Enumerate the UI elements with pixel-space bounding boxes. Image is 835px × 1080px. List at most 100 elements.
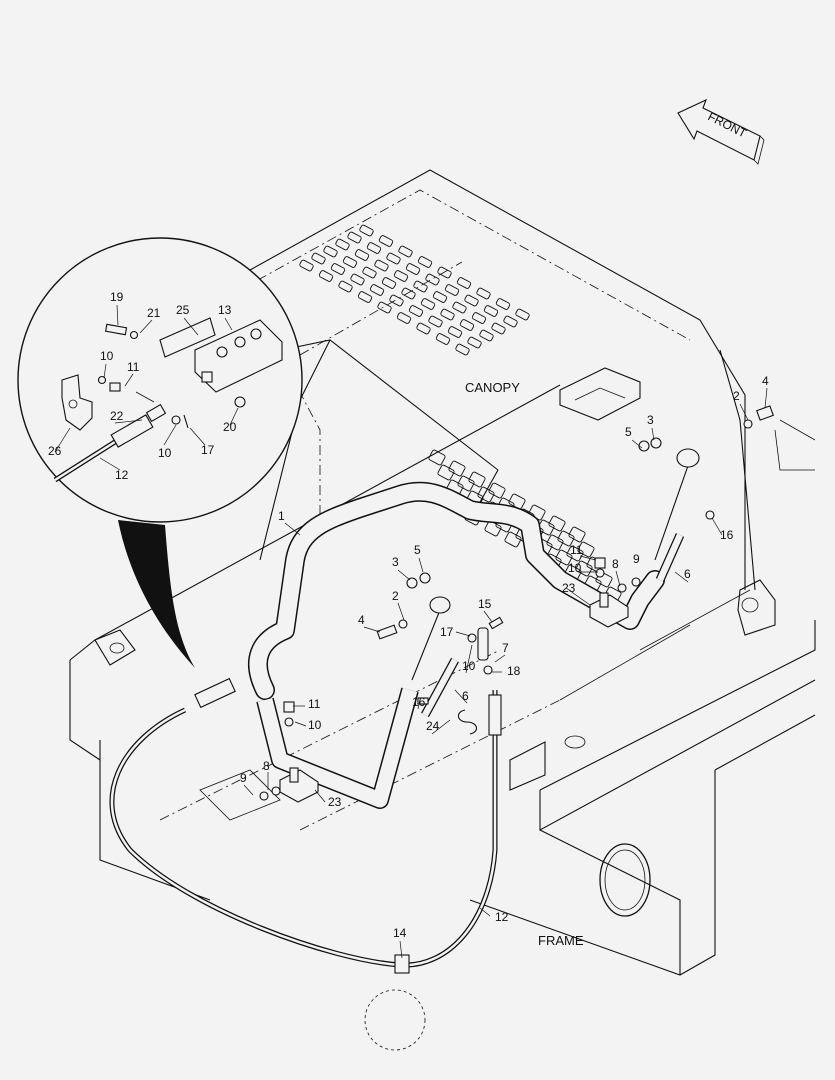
- leader-line: [465, 644, 473, 674]
- roof-grille-slot: [452, 301, 467, 314]
- callout-16: 16: [720, 528, 734, 542]
- roof-grille-slot: [323, 245, 338, 258]
- callout-9: 9: [633, 552, 640, 566]
- leader-line: [224, 317, 233, 331]
- roof-grille-slot: [350, 273, 365, 286]
- roof-grille-slot: [408, 305, 424, 317]
- roof-grille-slot: [369, 284, 385, 296]
- roof-grille-slot: [416, 322, 431, 335]
- roll-bar: [247, 481, 665, 809]
- roof-grille-slot: [483, 305, 499, 317]
- roof-grille-slot: [396, 312, 412, 324]
- control-cable: [109, 677, 502, 974]
- leader-line: [294, 721, 307, 727]
- leader-line: [116, 304, 119, 326]
- rear-grille-slot: [504, 531, 522, 548]
- leader-line: [579, 555, 597, 561]
- roof-grille-slot: [357, 291, 373, 303]
- roof-grille-slot: [374, 259, 389, 272]
- callout-8: 8: [263, 759, 270, 773]
- callout-labels: CANOPY FRAME 1 2 2 3 3 4 4 5 5 6 6 7 8 8…: [48, 290, 769, 948]
- leader-line: [565, 587, 591, 606]
- roof-grille-slot: [401, 287, 416, 300]
- rear-grille-slot: [484, 520, 502, 537]
- callout-8: 8: [612, 557, 619, 571]
- leader-line: [54, 427, 71, 453]
- callout-14: 14: [393, 926, 407, 940]
- roof-grille-slot: [354, 249, 370, 261]
- leader-line: [139, 319, 153, 334]
- roof-grille-slot: [459, 319, 475, 331]
- callout-26: 26: [48, 444, 62, 458]
- roof-grille-slot: [515, 308, 530, 321]
- leader-lines: [54, 304, 768, 959]
- roof-grille: [299, 224, 530, 356]
- roof-grille-slot: [330, 263, 346, 275]
- callout-21: 21: [147, 306, 161, 320]
- leader-line: [363, 626, 381, 633]
- rear-grille-slot: [428, 449, 446, 466]
- callout-20: 20: [223, 420, 237, 434]
- callout-5: 5: [414, 543, 421, 557]
- leader-line: [314, 789, 326, 803]
- leader-line: [103, 363, 107, 379]
- roof-grille-slot: [413, 280, 428, 293]
- mount-bracket-right: [589, 592, 629, 628]
- roof-grille-slot: [362, 266, 377, 279]
- callout-24: 24: [426, 719, 440, 733]
- callout-17: 17: [201, 443, 215, 457]
- gas-strut-left: [411, 596, 459, 718]
- rear-grille-slot: [577, 541, 595, 558]
- roof-grille-slot: [393, 270, 409, 282]
- callout-4: 4: [762, 374, 769, 388]
- roof-grille-slot: [437, 266, 452, 279]
- callout-25: 25: [176, 303, 190, 317]
- roof-grille-slot: [503, 315, 518, 328]
- leader-line: [189, 427, 206, 446]
- callout-10: 10: [100, 349, 114, 363]
- rear-grille-slot: [557, 530, 575, 547]
- roof-grille-slot: [311, 252, 326, 265]
- roof-grille-slot: [342, 256, 358, 268]
- roof-grille-slot: [398, 245, 413, 258]
- callout-12: 12: [115, 468, 129, 482]
- rear-grille-slot: [457, 475, 475, 492]
- roof-grille-slot: [440, 308, 455, 321]
- rear-grille-slot: [437, 464, 455, 481]
- callout-10: 10: [462, 659, 476, 673]
- leader-line: [764, 387, 768, 409]
- callout-23: 23: [328, 795, 342, 809]
- roof-grille-slot: [378, 235, 394, 247]
- rear-grille-slot: [448, 460, 466, 477]
- roof-grille-slot: [417, 256, 433, 268]
- roof-grille-slot: [425, 273, 440, 286]
- rear-grille-slot: [555, 549, 573, 566]
- rear-grille-slot: [488, 482, 506, 499]
- callout-4: 4: [358, 613, 365, 627]
- rear-grille-slot: [568, 526, 586, 543]
- leader-line: [114, 419, 143, 424]
- machine-frame: [69, 384, 816, 976]
- roof-grille-slot: [456, 277, 472, 289]
- callout-7: 7: [502, 641, 509, 655]
- callout-11: 11: [308, 697, 321, 711]
- rear-grille-slot: [508, 493, 526, 510]
- callout-2: 2: [733, 389, 740, 403]
- callout-3: 3: [647, 413, 654, 427]
- callout-11: 11: [127, 360, 140, 374]
- canopy-body: [239, 169, 756, 603]
- rear-grille-slot: [468, 471, 486, 488]
- rear-grille-slot: [477, 486, 495, 503]
- rear-grille-slot: [548, 515, 566, 532]
- callout-13: 13: [218, 303, 232, 317]
- detail-magnifier: [17, 237, 303, 668]
- roof-grille-slot: [455, 343, 470, 356]
- roof-grille-slot: [386, 252, 401, 265]
- roof-grille-slot: [359, 224, 374, 237]
- gas-strut-right: [654, 448, 700, 582]
- roof-grille-slot: [347, 231, 362, 244]
- fasteners: [259, 405, 774, 801]
- roof-grille-slot: [435, 333, 451, 345]
